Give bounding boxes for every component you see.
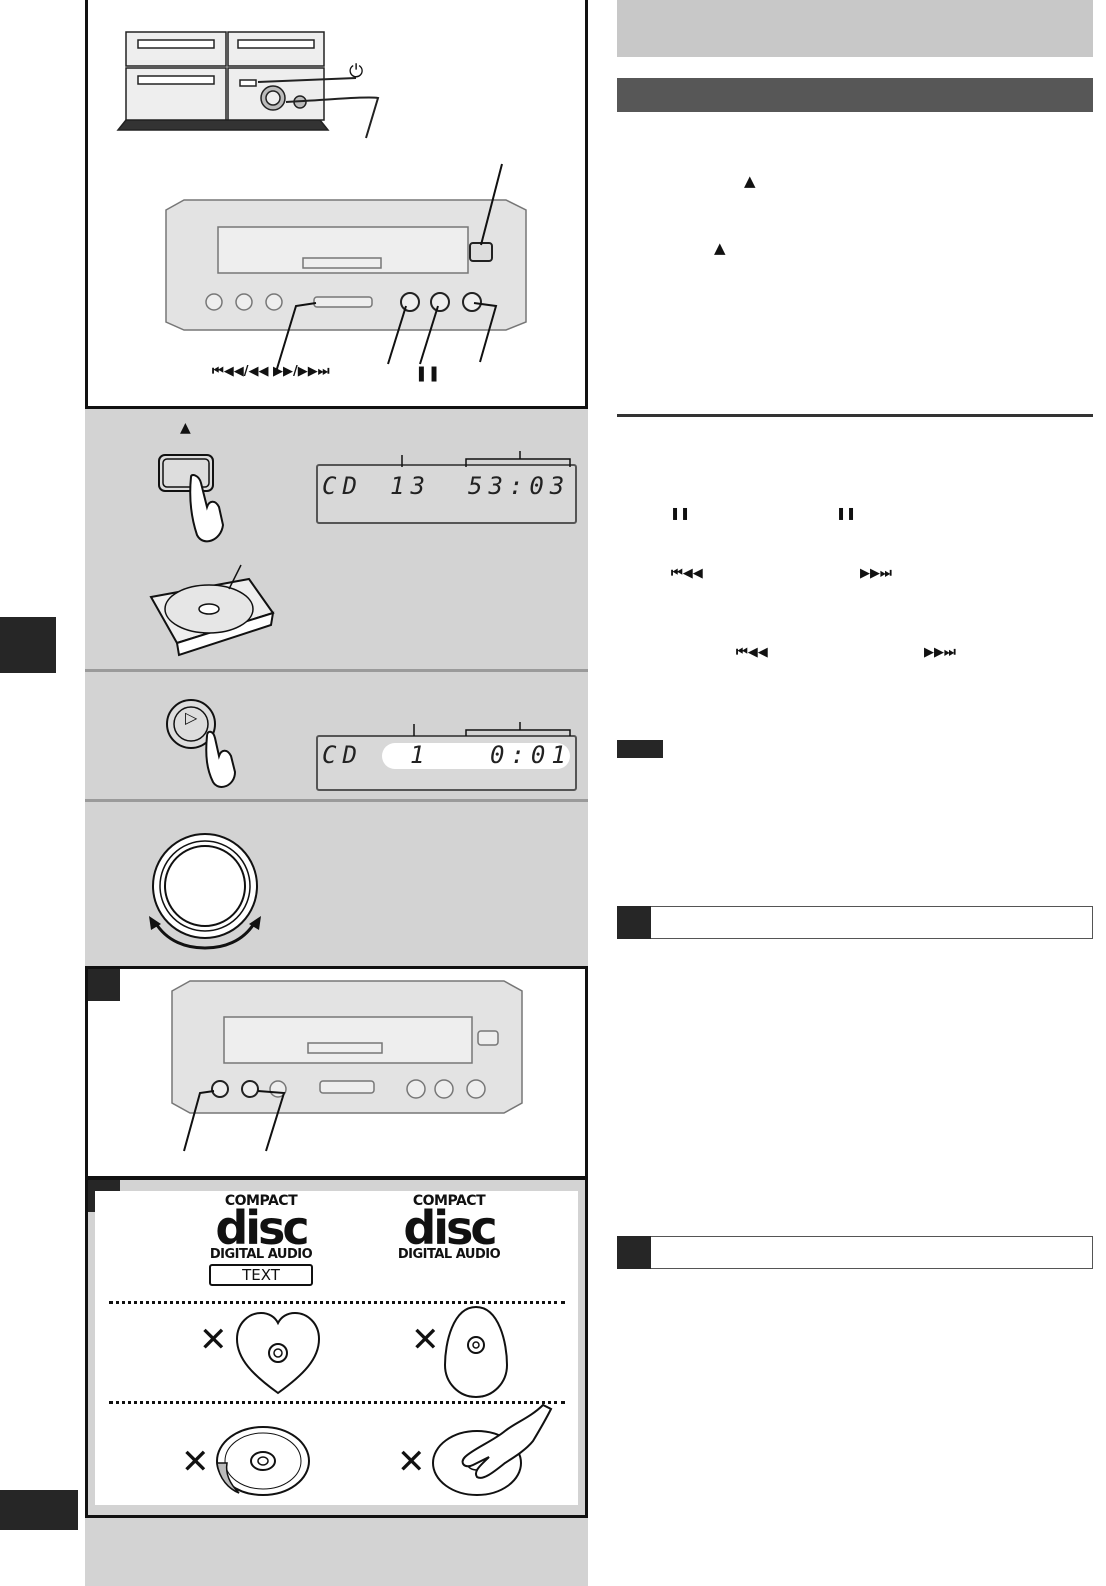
cross-icon: ✕: [199, 1320, 228, 1360]
dotted-divider: [109, 1401, 565, 1404]
lcd-display-2: CD 1 0:01: [316, 735, 577, 791]
lcd-callout-lines-1: [401, 451, 571, 467]
subsection-label-box: [617, 906, 651, 939]
compact-disc-logo: COMPACT disc DIGITAL AUDIO: [395, 1193, 503, 1273]
side-tab-bottom: [0, 1490, 78, 1530]
label-peeling-disc-icon: [216, 1426, 310, 1496]
step-open-tray-panel: ▲ CD 13 53:03: [85, 409, 588, 671]
overview-illustration-panel: ⏻ ⏮◀◀/◀◀ ▶▶/▶▶⏭ ❚❚: [85, 0, 588, 409]
power-icon: ⏻: [349, 61, 364, 82]
cross-icon: ✕: [397, 1442, 426, 1482]
lcd-track: 1: [410, 741, 431, 769]
section-rule: [617, 414, 1093, 417]
cross-icon: ✕: [411, 1320, 440, 1360]
side-tab-chapter: [0, 617, 56, 673]
disc-types-inner: COMPACT disc DIGITAL AUDIO TEXT COMPACT …: [95, 1191, 578, 1505]
cross-icon: ✕: [181, 1442, 210, 1482]
odd-shaped-disc-icon: [443, 1305, 509, 1399]
system-overview-drawing: [116, 31, 527, 373]
lcd-source: CD: [322, 741, 363, 769]
lcd-time: 0:01: [490, 741, 572, 769]
disc-tray-drawing: [149, 564, 275, 657]
divider-line: [85, 799, 588, 802]
heart-shaped-disc-icon: [235, 1311, 321, 1395]
logo-big: disc: [215, 1201, 309, 1255]
header-bar-dark: [617, 78, 1093, 112]
subsection-header-b: [617, 1236, 1093, 1269]
eject-icon: ▲: [744, 172, 756, 190]
pause-icon: ❚❚: [415, 364, 441, 382]
logo-bottom: DIGITAL AUDIO: [397, 1247, 501, 1262]
divider-line: [85, 669, 588, 672]
pause-icon: ❚❚: [670, 506, 691, 520]
play-button-press-drawing: [166, 699, 237, 788]
step-volume-panel: [85, 802, 588, 968]
volume-knob-drawing: [149, 833, 261, 950]
skip-back-icon: ⏮◀◀: [671, 566, 703, 581]
lcd-highlight-bar: [382, 743, 570, 769]
tape-deck-drawing: [171, 980, 523, 1152]
subsection-label-box: [617, 1236, 651, 1269]
skip-search-icon: ⏮◀◀/◀◀ ▶▶/▶▶⏭: [212, 364, 330, 379]
subsection-header-a: [617, 906, 1093, 939]
tape-deck-front-icon: [165, 199, 527, 331]
logo-text-badge: TEXT: [209, 1264, 313, 1286]
eject-icon: ▲: [714, 239, 726, 257]
logo-top: COMPACT: [412, 1193, 486, 1209]
skip-forward-icon: ▶▶⏭: [924, 645, 956, 660]
lcd-track: 13: [390, 472, 431, 500]
hand-touching-disc-icon: [432, 1403, 553, 1496]
step-play-panel: ▷ CD 1 0:01: [85, 676, 588, 800]
skip-forward-icon: ▶▶⏭: [860, 566, 892, 581]
stereo-system-icon: [116, 31, 330, 131]
lcd-callout-lines-2: [413, 722, 571, 736]
eject-icon: ▲: [180, 420, 191, 436]
disc-types-panel: COMPACT disc DIGITAL AUDIO TEXT COMPACT …: [85, 1177, 588, 1518]
dotted-divider: [109, 1301, 565, 1304]
logo-big: disc: [403, 1201, 497, 1255]
compact-disc-text-logo: COMPACT disc DIGITAL AUDIO TEXT: [207, 1193, 315, 1287]
lcd-source: CD: [322, 472, 363, 500]
tape-deck-panel: [85, 966, 588, 1179]
panel-label-box: [88, 969, 120, 1001]
logo-top: COMPACT: [224, 1193, 298, 1209]
pause-icon: ❚❚: [836, 506, 857, 520]
eject-button-press-drawing: [158, 454, 225, 543]
lcd-time: 53:03: [468, 472, 571, 500]
play-icon: ▷: [185, 708, 198, 727]
lcd-display-1: CD 13 53:03: [316, 464, 577, 524]
note-label-box: [617, 740, 663, 758]
header-bar-light: [617, 0, 1093, 57]
skip-back-icon: ⏮◀◀: [736, 645, 768, 660]
logo-bottom: DIGITAL AUDIO: [209, 1247, 313, 1262]
